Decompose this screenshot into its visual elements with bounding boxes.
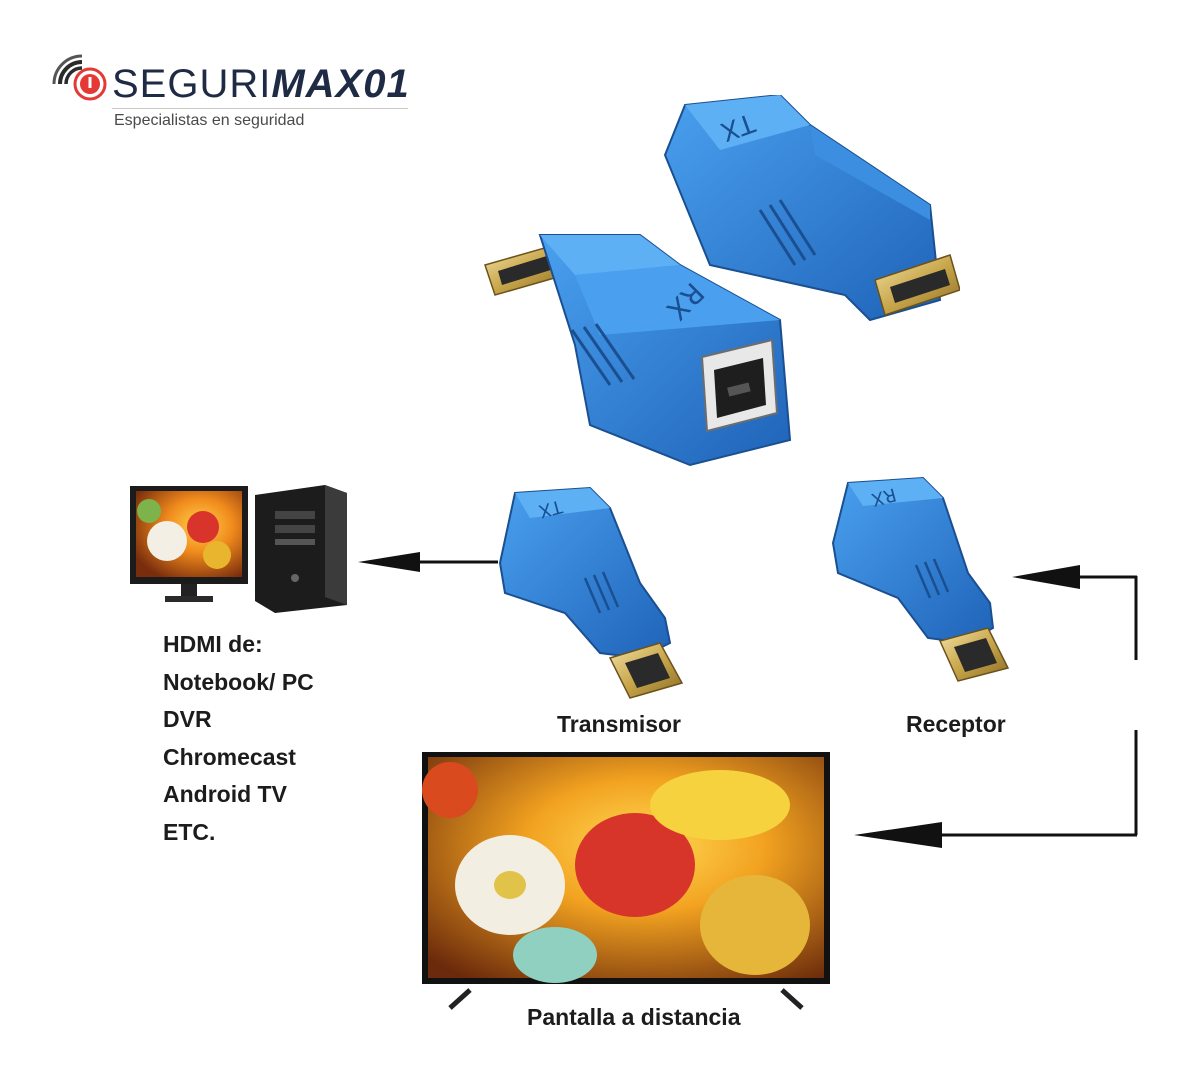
tv-illustration	[422, 752, 830, 1010]
arrow-to-computer-icon	[358, 552, 498, 572]
brand-name: SEGURIMAX01	[112, 62, 410, 106]
source-device-list: HDMI de: Notebook/ PC DVR Chromecast And…	[163, 626, 314, 851]
source-item: Chromecast	[163, 743, 296, 770]
source-item: Notebook/ PC	[163, 668, 314, 695]
transmitter-label: Transmisor	[557, 711, 681, 737]
computer-illustration	[130, 485, 347, 613]
adapter-pair-illustration: TX RX	[484, 95, 960, 467]
brand-name-bold: MAX01	[271, 62, 410, 106]
brand-divider	[112, 108, 408, 109]
top-rx-adapter: RX	[484, 234, 792, 467]
source-item: Android TV	[163, 781, 287, 807]
display-label: Pantalla a distancia	[527, 1004, 741, 1030]
receiver-adapter-illustration: RX	[831, 476, 1010, 682]
brand-name-light: SEGURI	[112, 62, 272, 106]
brand-tagline: Especialistas en seguridad	[114, 112, 305, 129]
source-item: ETC.	[163, 818, 216, 845]
receiver-label: Receptor	[906, 711, 1006, 737]
transmitter-adapter-illustration: TX	[498, 486, 684, 699]
return-path-arrow-icon	[854, 565, 1138, 848]
logo-signal-icon	[52, 54, 107, 101]
top-tx-adapter: TX	[663, 95, 960, 322]
source-item: HDMI de:	[163, 631, 263, 657]
source-item: DVR	[163, 706, 212, 732]
